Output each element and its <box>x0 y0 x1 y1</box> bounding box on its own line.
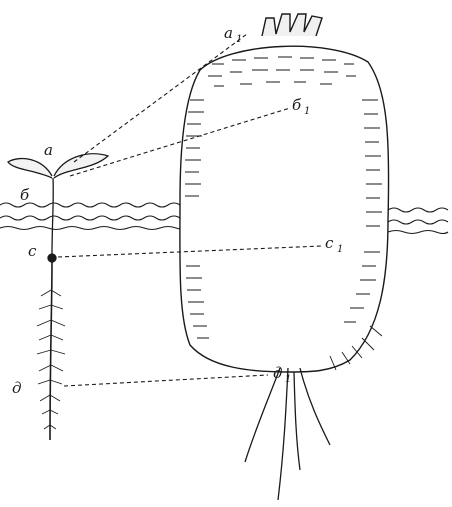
label-seedling-b: б <box>20 186 30 204</box>
soil-strip-right <box>388 208 448 234</box>
label-seedling-c: c <box>28 242 37 260</box>
label-root-c-sub: 1 <box>337 244 343 255</box>
label-root-b-sub: 1 <box>304 106 310 117</box>
label-root-c: c <box>325 234 334 252</box>
line-d <box>64 375 268 386</box>
beet-root <box>180 14 389 500</box>
beet-crown <box>262 14 322 36</box>
label-seedling-a: a <box>44 141 53 159</box>
soil-strip-left <box>0 203 190 230</box>
label-root-a-sub: 1 <box>236 34 242 45</box>
label-seedling-d: д <box>12 379 22 397</box>
label-root-b: б <box>292 96 302 114</box>
seedling-collar <box>48 254 56 262</box>
label-root-a: a <box>224 24 233 42</box>
seedling-leaf-left <box>8 159 52 178</box>
seedling-stem <box>52 178 53 255</box>
seedling-taproot <box>50 262 52 440</box>
beet-body-outline <box>180 46 389 372</box>
label-root-d-sub: 1 <box>285 374 291 385</box>
label-root-d: д <box>273 364 283 382</box>
beet-tail-roots <box>245 368 330 500</box>
